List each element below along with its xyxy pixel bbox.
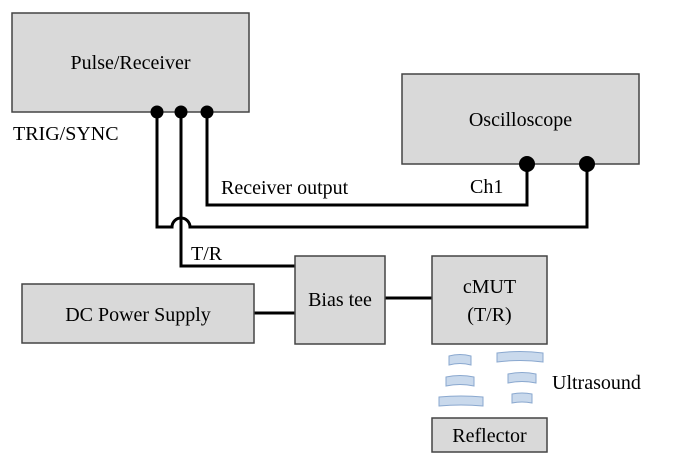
oscilloscope-label: Oscilloscope: [469, 109, 572, 131]
tr-label: T/R: [191, 243, 223, 265]
tr-terminal: [174, 105, 188, 119]
bias-tee-label: Bias tee: [308, 289, 372, 311]
reflector-label: Reflector: [452, 425, 527, 447]
blocks: Pulse/Receiver Oscilloscope DC Power Sup…: [11, 12, 640, 453]
cmut-block: cMUT (T/R): [431, 255, 548, 345]
wave-arc: [438, 395, 484, 407]
wave-arc: [511, 392, 533, 404]
ch1-terminal: [519, 156, 535, 172]
wave-arc: [496, 351, 544, 363]
receiver-output-label: Receiver output: [221, 177, 349, 199]
pulse-receiver-label: Pulse/Receiver: [71, 52, 191, 74]
oscilloscope-block: Oscilloscope: [401, 73, 640, 165]
cmut-label-line1: cMUT: [463, 276, 516, 298]
wave-arc: [507, 372, 537, 384]
cmut-label-line2: (T/R): [467, 304, 511, 326]
dc-power-supply-label: DC Power Supply: [65, 304, 211, 326]
terminals: [150, 105, 595, 172]
ch1-label: Ch1: [470, 176, 503, 198]
dc-power-supply-block: DC Power Supply: [21, 283, 255, 344]
wave-arc: [448, 354, 472, 366]
pulse-receiver-block: Pulse/Receiver: [11, 12, 250, 113]
receiver-output-wire: [205, 112, 529, 207]
oscilloscope-input-2-terminal: [579, 156, 595, 172]
receiver-output-terminal: [200, 105, 214, 119]
tr-wire: [179, 112, 295, 268]
bias-tee-block: Bias tee: [294, 255, 386, 345]
ultrasound-waves: [438, 351, 544, 407]
wave-arc: [445, 375, 475, 387]
wires: [155, 112, 589, 315]
trig-sync-label: TRIG/SYNC: [13, 123, 119, 145]
annotations: TRIG/SYNC Receiver output Ch1 T/R Ultras…: [13, 123, 641, 394]
trig-sync-terminal: [150, 105, 164, 119]
ultrasound-label: Ultrasound: [552, 372, 641, 394]
reflector-block: Reflector: [431, 417, 548, 453]
